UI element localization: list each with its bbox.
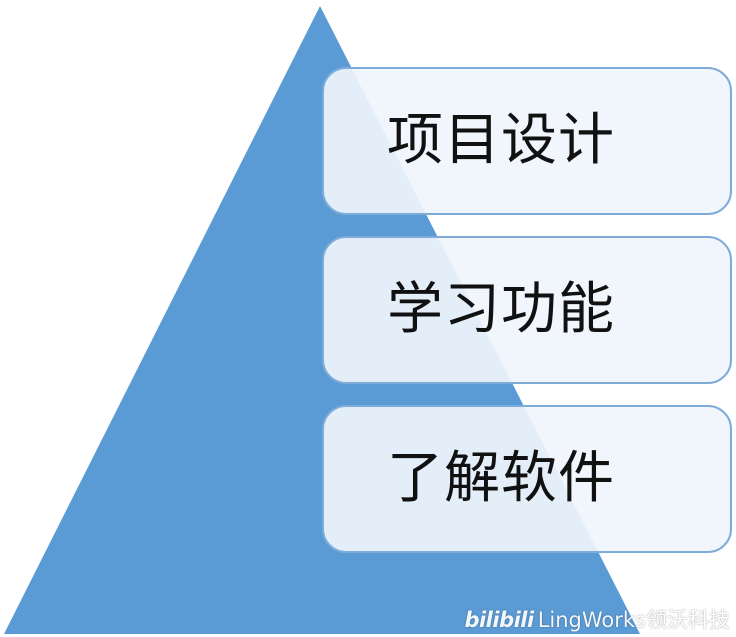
pyramid-level-box-top: 项目设计 xyxy=(322,67,732,215)
pyramid-level-box-bottom: 了解软件 xyxy=(322,405,732,553)
watermark-text: LingWorks领沃科技 xyxy=(537,607,730,632)
pyramid-level-label-middle: 学习功能 xyxy=(387,277,615,342)
watermark: bilibili LingWorks领沃科技 xyxy=(464,607,730,633)
pyramid-level-label-top: 项目设计 xyxy=(387,108,615,173)
pyramid-level-label-bottom: 了解软件 xyxy=(387,446,615,511)
bilibili-logo: bilibili xyxy=(464,607,534,632)
pyramid-level-box-middle: 学习功能 xyxy=(322,236,732,384)
